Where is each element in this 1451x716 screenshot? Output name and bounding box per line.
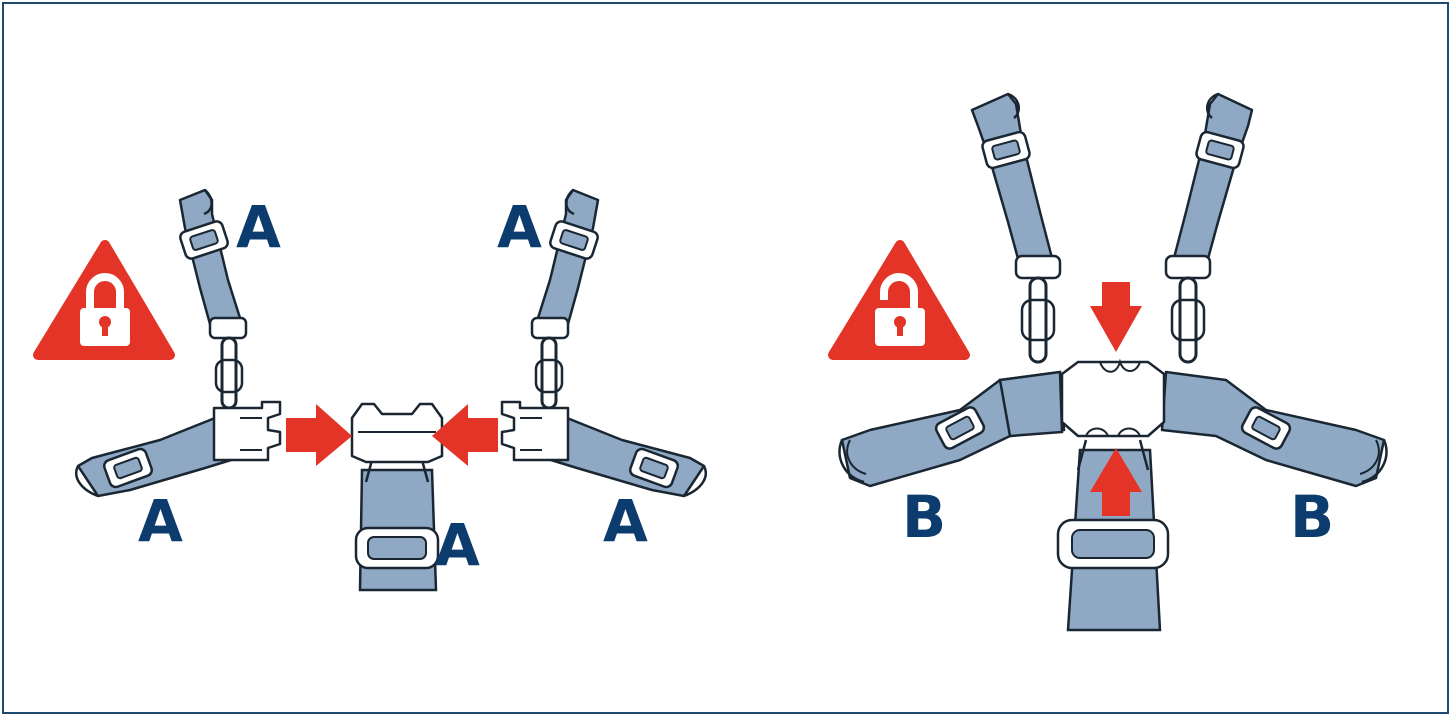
- insert-arrow-right: [432, 404, 498, 466]
- left-shoulder-strap-open: [970, 92, 1062, 364]
- label-a-right-waist: A: [603, 487, 648, 555]
- label-a-crotch: A: [435, 511, 480, 579]
- press-arrow-up: [1090, 448, 1142, 516]
- crotch-strap: [350, 402, 444, 592]
- left-panel: [33, 188, 707, 592]
- left-shoulder-strap: [177, 188, 248, 410]
- crotch-strap-open: [1056, 358, 1170, 632]
- right-shoulder-strap-open: [1164, 92, 1254, 364]
- right-panel: [828, 92, 1388, 632]
- label-a-right-shoulder: A: [497, 193, 542, 261]
- right-waist-strap: [500, 400, 707, 498]
- label-b-right-waist: B: [1290, 483, 1335, 551]
- left-waist-strap: [75, 400, 282, 498]
- right-shoulder-strap: [530, 188, 601, 410]
- press-arrow-down: [1090, 282, 1142, 352]
- unlocked-padlock-warning-icon: [828, 240, 970, 360]
- right-waist-strap-open: [1160, 370, 1388, 488]
- locked-padlock-warning-icon: [33, 240, 175, 360]
- insert-arrow-left: [286, 404, 352, 466]
- label-b-left-waist: B: [902, 483, 947, 551]
- left-waist-strap-open: [838, 370, 1066, 488]
- label-a-left-waist: A: [138, 487, 183, 555]
- label-a-left-shoulder: A: [236, 193, 281, 261]
